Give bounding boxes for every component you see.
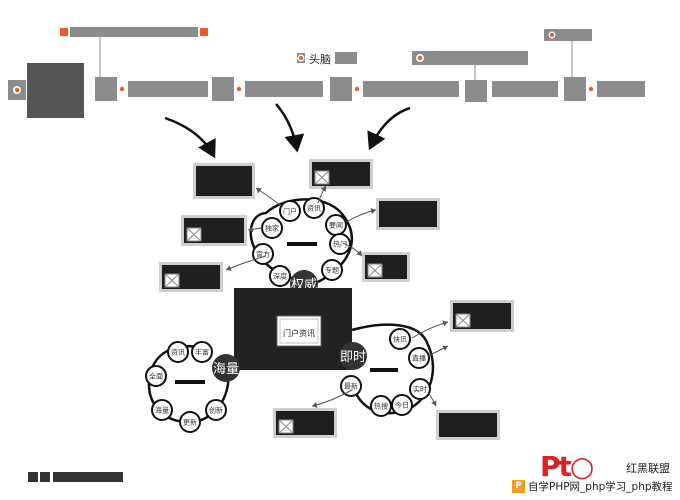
- screenshot-thumbnail: [193, 163, 255, 199]
- left-dark-block: [8, 63, 84, 118]
- instant-node-label: 最新: [344, 382, 358, 391]
- thumbnail-group: [159, 159, 514, 440]
- authority-node-label: 门户: [283, 207, 297, 216]
- massive-node: 全面: [145, 365, 167, 387]
- massive-node: 更新: [179, 411, 201, 433]
- logo-text: 红黑联盟: [626, 462, 670, 475]
- massive-cluster: 资讯丰富全面海量更新创新 海量: [145, 341, 240, 433]
- instant-node-label: 直播: [412, 354, 426, 363]
- massive-hub-label: 海量: [213, 362, 239, 377]
- instant-node: 快讯: [389, 328, 411, 350]
- php-icon: P: [512, 479, 525, 493]
- screenshot-thumbnail: [181, 215, 247, 246]
- tab-row: [95, 77, 645, 102]
- screenshot-thumbnail: [159, 262, 223, 292]
- watermark-logo: Pt○ 红黑联盟: [540, 452, 680, 498]
- instant-node-label: 快讯: [393, 335, 407, 344]
- watermark-footer: P 自学PHP网_php学习_php教程: [512, 478, 673, 494]
- authority-node: 官方: [252, 243, 274, 265]
- authority-node-label: 资讯: [307, 204, 321, 213]
- instant-node: 今日: [391, 394, 413, 416]
- authority-node-label: 深度: [273, 272, 287, 281]
- mid-tag-left: [297, 52, 357, 64]
- massive-node: 资讯: [167, 341, 189, 363]
- footer-text: 自学PHP网_php学习_php教程: [528, 480, 673, 493]
- curved-arrows: [164, 103, 411, 159]
- screenshot-thumbnail: [376, 198, 440, 230]
- authority-node-label: 专题: [325, 266, 339, 275]
- authority-node: 门户: [279, 200, 301, 222]
- screenshot-thumbnail: [436, 410, 500, 440]
- mid-tag-right: [412, 51, 528, 65]
- massive-node-label: 资讯: [171, 348, 185, 357]
- massive-node-label: 创新: [209, 406, 223, 415]
- instant-node: 直播: [408, 347, 430, 369]
- massive-node-label: 更新: [183, 418, 197, 427]
- authority-node: 深度: [269, 265, 291, 287]
- authority-node: 资讯: [303, 197, 325, 219]
- screenshot-thumbnail: [309, 159, 373, 189]
- top-tag-brain: 头脑: [308, 51, 332, 67]
- authority-node-label: 官方: [256, 250, 270, 259]
- authority-node: 要闻: [325, 214, 347, 236]
- instant-hub: [339, 342, 367, 370]
- small-arrows: [225, 185, 449, 408]
- authority-cluster: 门户资讯要闻热门独家专题官方深度 权威: [249, 197, 354, 298]
- massive-node: 创新: [205, 399, 227, 421]
- instant-node-label: 热搜: [374, 402, 388, 411]
- top-title-bar: [60, 27, 208, 37]
- authority-node: 专题: [321, 259, 343, 281]
- authority-node: 热门: [329, 233, 351, 255]
- massive-hub: [212, 354, 240, 382]
- instant-node-label: 今日: [395, 401, 409, 410]
- screenshot-thumbnail: [362, 252, 410, 282]
- footer-left-bars: [28, 472, 123, 482]
- instant-node: 最新: [340, 375, 362, 397]
- instant-node: 热搜: [370, 395, 392, 417]
- screenshot-thumbnail: [273, 408, 337, 438]
- logo-mark-icon: Pt○: [540, 452, 595, 480]
- authority-node: 独家: [261, 217, 283, 239]
- instant-node-label: 实时: [413, 385, 427, 394]
- connector-lines: [99, 37, 573, 80]
- massive-node: 丰富: [191, 341, 213, 363]
- instant-node: 实时: [409, 378, 431, 400]
- instant-hub-label: 即时: [340, 350, 366, 365]
- massive-node-label: 海量: [155, 406, 169, 415]
- central-block: 门户资讯: [234, 288, 352, 370]
- authority-node-label: 独家: [265, 224, 279, 233]
- screenshot-thumbnail: [450, 300, 514, 332]
- top-right-tag: [544, 29, 592, 41]
- authority-node-label: 要闻: [329, 221, 343, 230]
- svg-text:Pt○: Pt○: [540, 452, 593, 480]
- massive-node-label: 丰富: [195, 348, 209, 357]
- authority-node-label: 热门: [333, 240, 347, 249]
- portal-label: 门户资讯: [283, 328, 315, 338]
- massive-node: 海量: [151, 399, 173, 421]
- massive-node-label: 全面: [149, 372, 163, 381]
